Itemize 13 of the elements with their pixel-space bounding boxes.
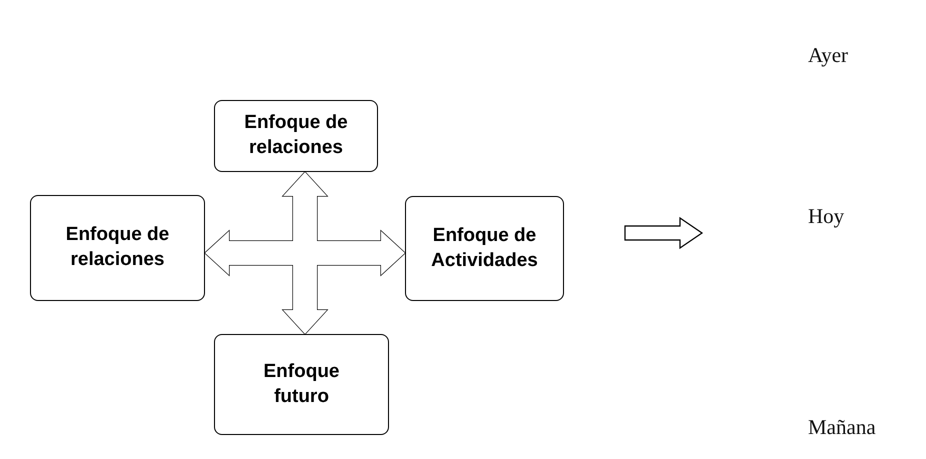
box-label: Enfoque futuro: [262, 360, 340, 408]
time-label: Hoy: [808, 204, 844, 229]
time-label: Mañana: [808, 415, 876, 440]
four-way-arrow: [204, 171, 406, 335]
box-label: Enfoque de relaciones: [243, 111, 349, 160]
box-label: Enfoque de relaciones: [64, 223, 170, 272]
rounded-box: [405, 196, 564, 301]
box-label: Enfoque de Actividades: [430, 224, 539, 272]
rounded-box: [214, 100, 378, 172]
rounded-box: [30, 195, 205, 301]
block-arrow: [624, 216, 704, 250]
time-label: Ayer: [808, 43, 848, 68]
rounded-box: [214, 334, 389, 435]
